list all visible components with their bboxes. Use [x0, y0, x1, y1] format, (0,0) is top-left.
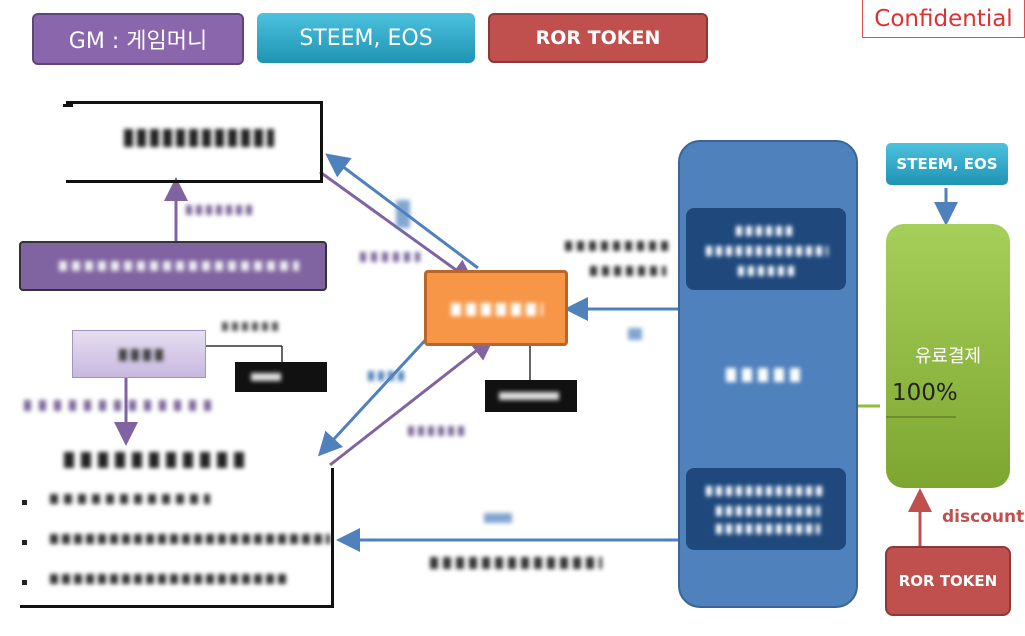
legend-steem-eos: STEEM, EOS [257, 13, 475, 63]
hub-bottom-box-line3 [716, 524, 820, 534]
percent-underline [886, 416, 956, 418]
label-arrow-1 [396, 200, 410, 228]
legend-steem-eos-label: STEEM, EOS [299, 25, 433, 51]
legend-ror-token-label: ROR TOKEN [535, 27, 661, 49]
payment-steem-eos-label: STEEM, EOS [896, 155, 998, 173]
paid-payment-box: 유료결제 100% [886, 224, 1010, 488]
exchange-node [424, 270, 568, 346]
hub-bottom-box [686, 468, 846, 550]
legend-gm-label: GM : 게임머니 [68, 29, 208, 54]
legend-gm: GM : 게임머니 [32, 13, 244, 65]
label-arrow-3 [368, 371, 404, 381]
gm-purchase-bar [19, 241, 327, 291]
bullet-2 [22, 540, 27, 545]
payment-ror-token: ROR TOKEN [885, 546, 1011, 616]
label-player-top [222, 322, 280, 331]
payment-steem-eos: STEEM, EOS [886, 143, 1008, 185]
game-box-bottom-line3 [50, 574, 290, 584]
black-tag-left [235, 362, 327, 392]
hub-top-box [686, 208, 846, 290]
black-tag-center-text [499, 392, 559, 400]
hub-bottom-box-line2 [716, 506, 820, 516]
hub-bottom-box-line1 [706, 486, 824, 496]
label-purchase-gm [186, 205, 252, 215]
gm-purchase-bar-text [59, 261, 299, 271]
game-box-bottom-line1 [50, 494, 210, 504]
paid-payment-title: 유료결제 [914, 346, 982, 367]
paid-payment-percent: 100% [892, 380, 958, 406]
game-box-bottom-line2 [50, 534, 330, 544]
black-tag-center [485, 380, 577, 412]
player-box [72, 330, 206, 378]
black-tag-left-text [251, 373, 281, 381]
player-box-text [119, 349, 163, 361]
exchange-node-text [451, 303, 543, 316]
payment-ror-token-label: ROR TOKEN [898, 572, 998, 590]
discount-label: discount [942, 507, 1025, 527]
game-box-bottom-title [64, 452, 244, 468]
label-hub-3 [628, 328, 642, 340]
legend-ror-token: ROR TOKEN [488, 13, 708, 63]
box-corner [63, 104, 73, 107]
label-arrow-4 [408, 426, 464, 436]
hub-center-text [726, 368, 802, 382]
bullet-1 [22, 500, 27, 505]
label-hub-2 [590, 266, 666, 276]
game-box-top-text [124, 129, 274, 147]
game-box-bottom [20, 452, 334, 608]
confidential-label: Confidential [862, 0, 1025, 38]
label-arrow-2 [360, 252, 420, 262]
game-box-top [63, 101, 323, 183]
hub-top-box-line2 [706, 246, 828, 256]
label-hub-1 [565, 241, 669, 251]
label-bottom-arrow [484, 513, 512, 523]
hub-column [678, 140, 858, 608]
label-bottom-caption [430, 557, 602, 569]
label-gm-use [24, 400, 214, 411]
bullet-3 [22, 580, 27, 585]
hub-top-box-line3 [738, 266, 794, 276]
hub-top-box-line1 [736, 226, 796, 236]
